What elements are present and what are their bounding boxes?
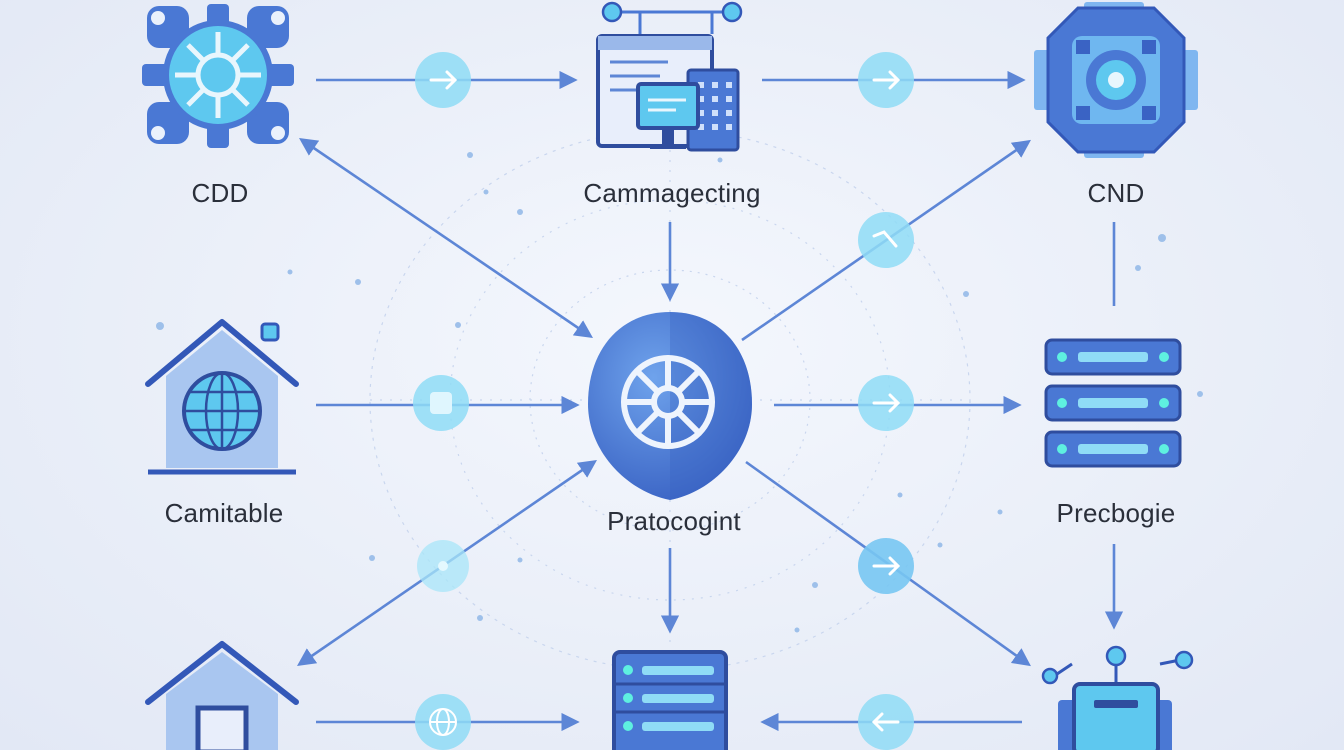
badge-b9 (858, 694, 914, 750)
arrow-right-icon (872, 556, 901, 576)
chip-octagon-icon (1034, 2, 1198, 158)
network-hub-icon (588, 312, 752, 500)
house-icon (145, 641, 299, 750)
server-stack-icon (1044, 338, 1182, 468)
dot-icon (438, 561, 448, 571)
robot-device-icon (1041, 645, 1194, 750)
check-icon (872, 230, 898, 248)
badge-b6 (858, 538, 914, 594)
server-icon (612, 650, 728, 750)
badge-b4 (858, 375, 914, 431)
arrow-right-icon (872, 393, 901, 413)
badge-b7 (417, 540, 469, 592)
arrow-right-icon (429, 70, 458, 90)
node-label-cdd: CDD (191, 178, 249, 208)
node-label-pratocogint: Pratocogint (607, 506, 741, 536)
globe-icon (429, 708, 457, 736)
square-icon (430, 392, 452, 414)
arrow-left-icon (871, 712, 900, 732)
node-label-precbogie: Precbogie (1056, 498, 1176, 528)
node-label-camitable: Camitable (164, 498, 284, 528)
badge-b2 (858, 52, 914, 108)
node-label-cammagecting: Cammagecting (583, 178, 761, 208)
arrow-right-icon (872, 70, 901, 90)
house-globe-icon (145, 319, 299, 475)
edge-hub-cdd (298, 137, 594, 339)
badge-b5 (858, 212, 914, 268)
computer-terminal-icon (596, 1, 743, 152)
badge-b3 (413, 375, 469, 431)
gear-hub-icon (142, 4, 294, 148)
badge-b1 (415, 52, 471, 108)
node-label-cnd: CND (1087, 178, 1145, 208)
badge-b8 (415, 694, 471, 750)
connector-badges (413, 52, 914, 750)
